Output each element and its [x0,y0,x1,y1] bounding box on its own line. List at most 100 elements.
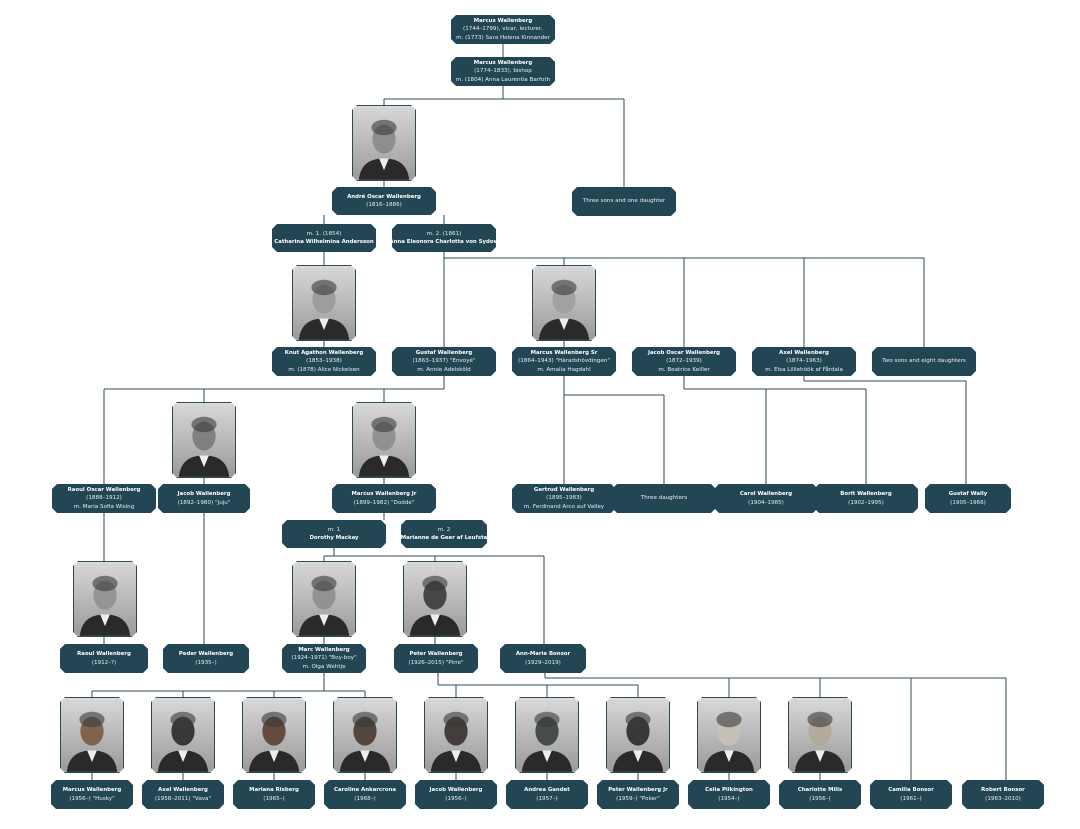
person-node-marcusjr[interactable]: Marcus Wallenberg Jr(1899–1982) "Dodde" [332,484,436,513]
person-node-gustafwally[interactable]: Gustaf Wally(1905–1966) [925,484,1011,513]
person-node-anna[interactable]: m. 2. (1861) Anna Eleonora Charlotta von … [392,224,496,252]
person-node-axel[interactable]: Axel Wallenberg(1874–1963)m. Elsa Lillie… [752,347,856,376]
person-name: Camilla Bonsor [888,787,934,794]
portrait-photo-peterjr [606,697,670,773]
person-node-andre[interactable]: André Oscar Wallenberg (1816–1886) [332,187,436,215]
person-node-peter[interactable]: Peter Wallenberg(1926–2015) "Pirre" [394,644,478,673]
person-node-jacoboscar[interactable]: Jacob Oscar Wallenberg(1872–1939)m. Beat… [632,347,736,376]
person-node-twosons[interactable]: Two sons and eight daughters [872,347,976,376]
person-name: Borit Wallenberg [840,491,892,498]
person-silhouette-icon [74,562,136,636]
portrait-photo-marcushusky [60,697,124,773]
person-node-camilla[interactable]: Camilla Bonsor(1961–) [870,780,952,809]
person-detail: m. (1773) Sara Helena Kinnander [456,34,550,41]
person-node-dorothy[interactable]: m. 1 Dorothy Mackay [282,520,386,548]
person-node-carol[interactable]: Carol Wallenberg(1904–1985) [714,484,818,513]
marriage-label: m. 1 [327,526,341,533]
person-detail: (1956–) [445,795,467,802]
person-detail: (1853–1938) [306,358,342,365]
person-node-knut[interactable]: Knut Agathon Wallenberg(1853–1938)m. (18… [272,347,376,376]
person-detail: (1872–1939) [666,358,702,365]
person-node-raouloscar[interactable]: Raoul Oscar Wallenberg(1888–1912)m. Mari… [52,484,156,513]
person-silhouette-icon [516,698,578,772]
person-silhouette-icon [425,698,487,772]
person-name: Charlotte Mills [797,787,843,794]
person-node-marcussr[interactable]: Marcus Wallenberg Sr(1864–1943) "Häradsh… [512,347,616,376]
person-node-jacob[interactable]: Jacob Wallenberg(1892–1980) "Juju" [158,484,250,513]
person-node-peterjr[interactable]: Peter Wallenberg Jr(1959–) "Poker" [597,780,679,809]
person-name: Axel Wallenberg [779,350,829,357]
person-detail: m. (1804) Anna Laurentia Barfoth [455,76,551,83]
person-name: Dorothy Mackay [309,535,359,541]
person-node-annmarie[interactable]: Ann-Marie Bonsor(1929–2019) [500,644,586,673]
person-name: Gustaf Wallenberg [415,350,473,357]
person-name: Andrea Gandet [524,787,570,794]
person-silhouette-icon [173,403,235,477]
person-detail: (1774–1833), bishop [474,68,532,75]
person-detail: (1957–) [536,795,558,802]
person-node-robert[interactable]: Robert Bonsor(1963–2010) [962,780,1044,809]
person-detail: m. Amalia Hagdahl [537,366,591,373]
person-name: Celia Pilkington [705,787,753,794]
person-node-borit[interactable]: Borit Wallenberg(1902–1995) [814,484,918,513]
person-name: Robert Bonsor [981,787,1025,794]
portrait-photo-marcusjr [352,402,416,478]
person-detail: (1954–) [718,795,740,802]
person-name: Axel Wallenberg [158,787,208,794]
portrait-photo-peter [403,561,467,637]
person-node-caroline[interactable]: Caroline Ankarcrona(1968–) [324,780,406,809]
portrait-photo-marcussr [532,265,596,341]
person-name: Ann-Marie Bonsor [515,651,571,658]
person-node-marcushusky[interactable]: Marcus Wallenberg(1956–) "Husky" [51,780,133,809]
person-name: Marcus Wallenberg Jr [351,491,417,498]
person-node-catharina[interactable]: m. 1. (1854)Catharina Wilhelmina Anderss… [272,224,376,252]
person-silhouette-icon [293,266,355,340]
person-silhouette-icon [293,562,355,636]
person-silhouette-icon [243,698,305,772]
person-node-celia[interactable]: Celia Pilkington(1954–) [688,780,770,809]
person-detail: (1961–) [900,795,922,802]
portrait-photo-jacob [172,402,236,478]
person-name: Marcus Wallenberg [62,787,122,794]
person-node-axelvava[interactable]: Axel Wallenberg(1958–2011) "Vava" [142,780,224,809]
person-silhouette-icon [353,403,415,477]
person-node-andrea[interactable]: Andrea Gandet(1957–) [506,780,588,809]
person-detail: (1863–1937) "Envoyé" [412,358,476,365]
person-name: Mariana Risberg [249,787,299,794]
person-node-marcus1744[interactable]: Marcus Wallenberg(1744–1799), vicar, lec… [451,15,555,44]
person-node-mariana[interactable]: Mariana Risberg(1965–) [233,780,315,809]
person-node-jacob1956[interactable]: Jacob Wallenberg(1956–) [415,780,497,809]
person-name: Carol Wallenberg [739,491,793,498]
person-detail: (1912–?) [91,659,117,666]
person-name: Knut Agathon Wallenberg [284,350,364,357]
person-detail: (1892–1980) "Juju" [177,499,231,506]
person-node-threedaughters[interactable]: Three daughters [612,484,716,513]
person-silhouette-icon [61,698,123,772]
person-detail: Two sons and eight daughters [882,358,966,365]
person-node-gertrud[interactable]: Gertrud Wallenberg(1895–1983)m. Ferdinan… [512,484,616,513]
marriage-label: m. 2. (1861) [426,230,462,237]
person-detail: (1959–) "Poker" [616,795,660,802]
person-node-peder[interactable]: Peder Wallenberg(1935–) [163,644,249,673]
person-node-raoul[interactable]: Raoul Wallenberg(1912–?) [60,644,148,673]
person-node-marc[interactable]: Marc Wallenberg(1924–1971) "Boy-boy"m. O… [282,644,366,673]
person-silhouette-icon [607,698,669,772]
portrait-photo-andrea [515,697,579,773]
person-silhouette-icon [404,562,466,636]
person-detail: (1816–1886) [366,202,402,208]
portrait-photo-mariana [242,697,306,773]
person-silhouette-icon [533,266,595,340]
person-node-gustaf[interactable]: Gustaf Wallenberg(1863–1937) "Envoyé"m. … [392,347,496,376]
person-name: Marcus Wallenberg [473,60,533,67]
person-name: Anna Eleonora Charlotta von Sydow [389,239,499,245]
person-name: Marianne de Geer af Leufsta [400,535,488,541]
person-name: André Oscar Wallenberg [347,193,421,200]
portrait-photo-jacob1956 [424,697,488,773]
marriage-label: m. 1. (1854) [306,230,342,237]
person-node-threesons[interactable]: Three sons and one daughter [572,187,676,216]
person-detail: (1905–1966) [950,499,986,506]
person-silhouette-icon [353,106,415,180]
person-node-charlotte[interactable]: Charlotte Mills(1956–) [779,780,861,809]
